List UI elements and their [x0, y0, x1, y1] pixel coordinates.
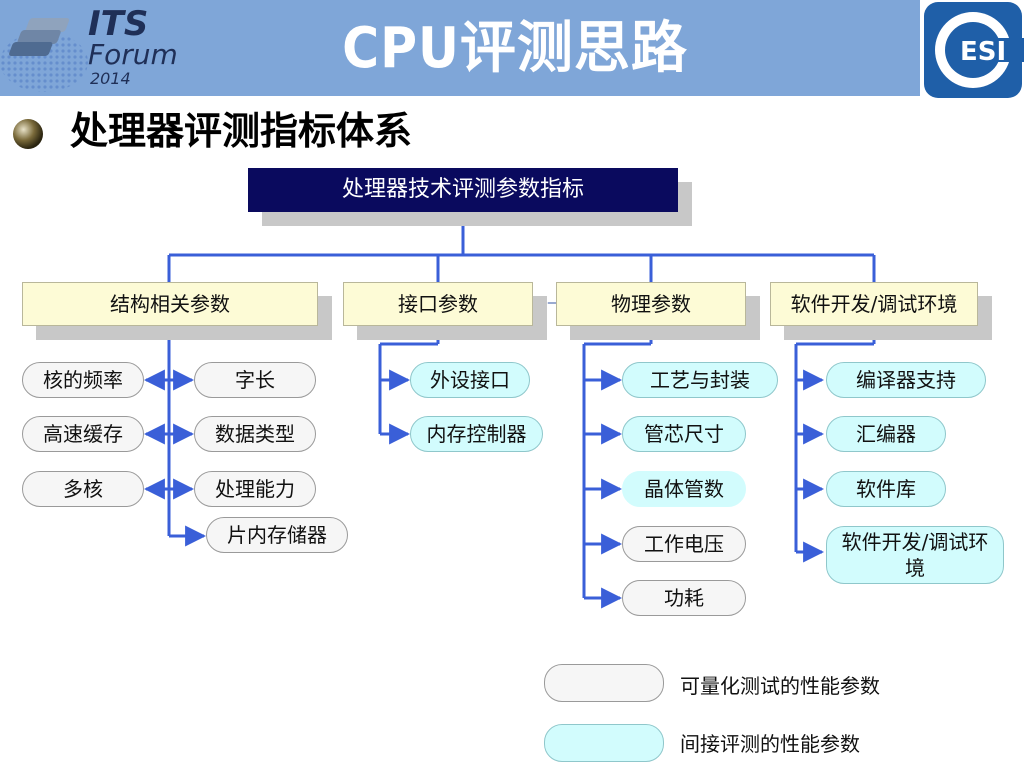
leaf-dev-debug-environment: 软件开发/调试环境: [826, 526, 1004, 584]
legend-swatch-quantifiable: [544, 664, 664, 702]
leaf-data-type: 数据类型: [194, 416, 316, 452]
section-title: 处理器评测指标体系: [70, 109, 413, 153]
esi-logo-text: ESI: [960, 37, 1006, 67]
category-physical: 物理参数: [556, 282, 746, 326]
category-interface: 接口参数: [343, 282, 533, 326]
forum-logo-text: Forum: [88, 38, 178, 71]
legend-label-indirect: 间接评测的性能参数: [680, 732, 860, 756]
category-software: 软件开发/调试环境: [770, 282, 978, 326]
esi-logo: ESI: [922, 0, 1024, 100]
its-forum-logo: [0, 0, 200, 96]
legend-label-quantifiable: 可量化测试的性能参数: [680, 674, 880, 698]
leaf-die-size: 管芯尺寸: [622, 416, 746, 452]
root-node: 处理器技术评测参数指标: [248, 168, 678, 212]
leaf-cache: 高速缓存: [22, 416, 144, 452]
leaf-operating-voltage: 工作电压: [622, 526, 746, 562]
year-logo-text: 2014: [90, 69, 131, 88]
esi-logo-graphic: ESI: [924, 2, 1024, 98]
leaf-memory-controller: 内存控制器: [410, 416, 543, 452]
its-logo-text: ITS: [88, 4, 149, 44]
leaf-onchip-memory: 片内存储器: [206, 517, 348, 553]
category-structure: 结构相关参数: [22, 282, 318, 326]
leaf-compiler-support: 编译器支持: [826, 362, 986, 398]
leaf-software-library: 软件库: [826, 471, 946, 507]
leaf-peripheral-interface: 外设接口: [410, 362, 530, 398]
bullet-icon: [12, 118, 44, 150]
leaf-word-length: 字长: [194, 362, 316, 398]
header-bar: [0, 0, 920, 96]
legend-swatch-indirect: [544, 724, 664, 762]
leaf-transistor-count: 晶体管数: [622, 471, 746, 507]
leaf-process-packaging: 工艺与封装: [622, 362, 778, 398]
page-title: CPU评测思路: [342, 16, 688, 81]
leaf-core-frequency: 核的频率: [22, 362, 144, 398]
leaf-processing-capability: 处理能力: [194, 471, 316, 507]
leaf-assembler: 汇编器: [826, 416, 946, 452]
leaf-multicore: 多核: [22, 471, 144, 507]
its-forum-logo-graphic: [0, 18, 88, 92]
leaf-power-consumption: 功耗: [622, 580, 746, 616]
